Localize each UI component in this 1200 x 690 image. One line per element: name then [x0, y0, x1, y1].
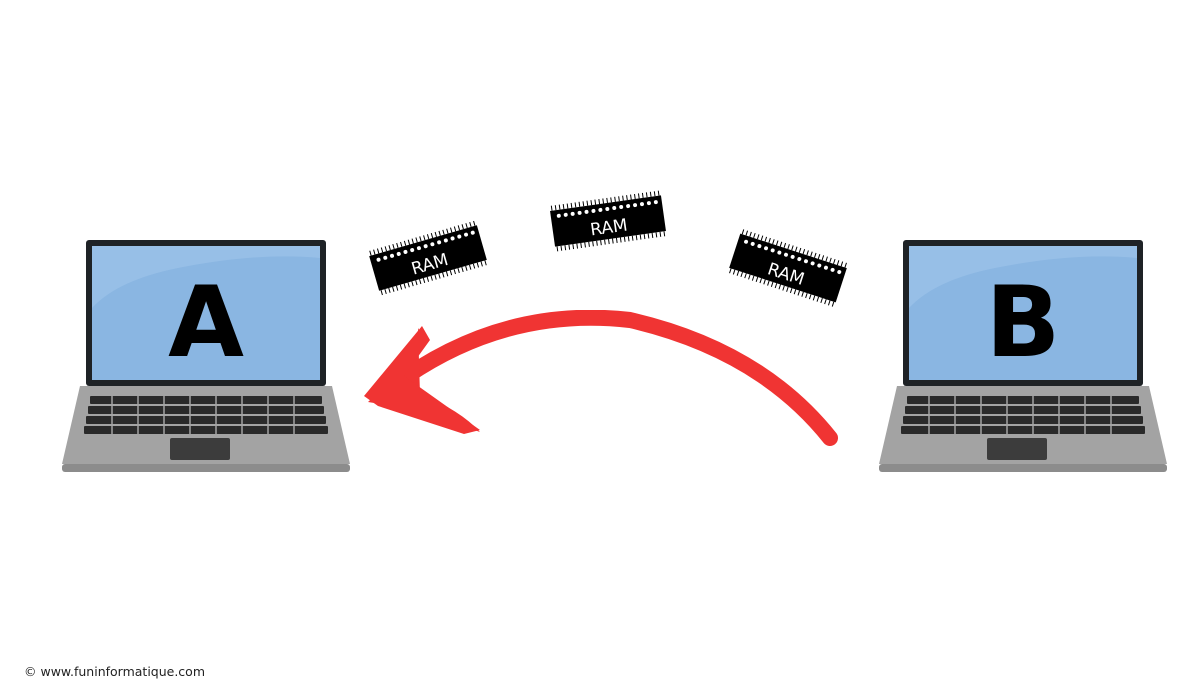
copyright-credit: © www.funinformatique.com — [24, 664, 206, 679]
laptop-a-label: A — [168, 266, 244, 380]
ram-chip-3: RAM — [729, 229, 847, 307]
transfer-arrow — [364, 310, 838, 446]
ram-chip-2: RAM — [550, 190, 666, 252]
laptop-b-label: B — [986, 266, 1061, 380]
laptop-b: B — [879, 240, 1167, 472]
laptop-a: A — [62, 240, 350, 472]
ram-chip-1: RAM — [369, 220, 487, 296]
